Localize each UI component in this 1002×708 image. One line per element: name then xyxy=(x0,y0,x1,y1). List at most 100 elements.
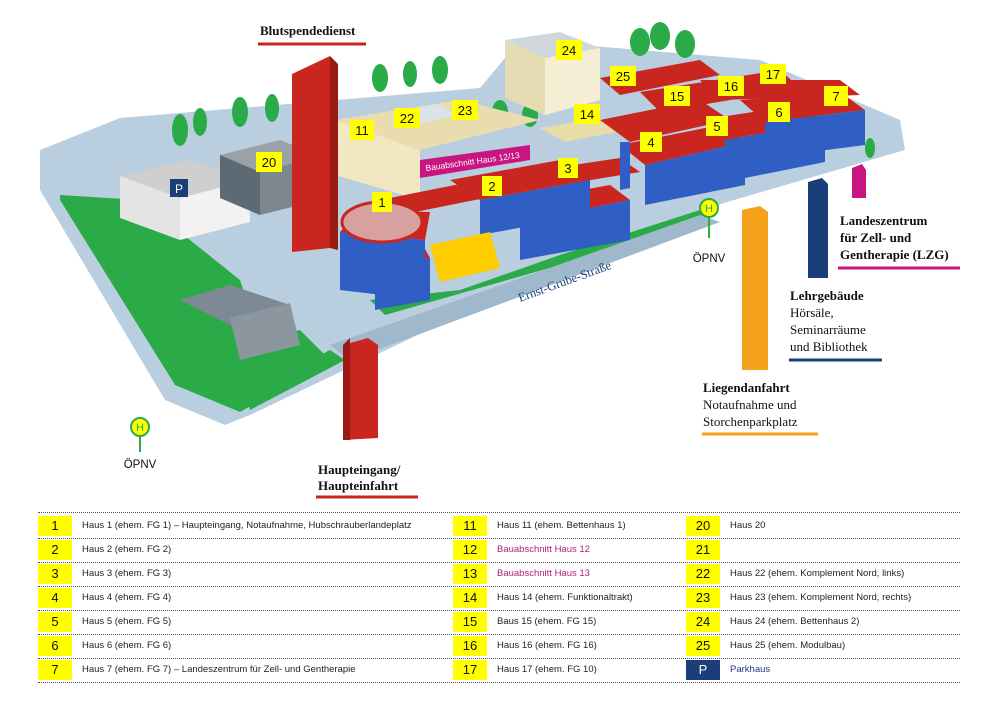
building-marker-24 xyxy=(556,40,582,60)
legend-text: Haus 2 (ehem. FG 2) xyxy=(82,544,172,555)
haus-11-block xyxy=(335,100,540,150)
liegendanfahrt-line-2: Storchenparkplatz xyxy=(703,414,798,429)
legend-text: Haus 7 (ehem. FG 7) – Landeszentrum für … xyxy=(82,664,356,675)
legend-text: Haus 11 (ehem. Bettenhaus 1) xyxy=(497,520,626,531)
building-number-7: 7 xyxy=(832,89,839,104)
building-marker-2 xyxy=(482,176,502,196)
legend-number: P xyxy=(686,660,720,680)
building-marker-22 xyxy=(394,108,420,128)
legend-row: 5 Haus 5 (ehem. FG 5) 15 Baus 15 (ehem. … xyxy=(38,612,960,634)
building-marker-1 xyxy=(372,192,392,212)
trees xyxy=(172,22,875,158)
building-number-24: 24 xyxy=(562,43,576,58)
legend-number: 3 xyxy=(38,564,72,584)
bus-stop-letter-right: H xyxy=(705,203,713,215)
legend-row: 7 Haus 7 (ehem. FG 7) – Landeszentrum fü… xyxy=(38,660,960,682)
legend-number: 4 xyxy=(38,588,72,608)
building-number-1: 1 xyxy=(378,195,385,210)
legend-text: Baus 15 (ehem. FG 15) xyxy=(497,616,597,627)
building-marker-20 xyxy=(256,152,282,172)
legend-row: 2 Haus 2 (ehem. FG 2) 12 Bauabschnitt Ha… xyxy=(38,540,960,562)
haus-24-wall-2 xyxy=(545,48,600,115)
building-number-6: 6 xyxy=(775,105,782,120)
building-number-16: 16 xyxy=(724,79,738,94)
haus-24-wall xyxy=(505,40,545,115)
building-marker-15 xyxy=(664,86,690,106)
legend-number: 5 xyxy=(38,612,72,632)
legend-row: 3 Haus 3 (ehem. FG 3) 13 Bauabschnitt Ha… xyxy=(38,564,960,586)
liegendanfahrt-pillar xyxy=(742,206,768,370)
bauabschnitt-banner xyxy=(420,145,530,178)
legend-text: Haus 14 (ehem. Funktionaltrakt) xyxy=(497,592,633,603)
legend-text: Haus 16 (ehem. FG 16) xyxy=(497,640,597,651)
building-number-22: 22 xyxy=(400,111,414,126)
legend-number: 6 xyxy=(38,636,72,656)
bus-stop-icon-right: H xyxy=(699,198,719,238)
blutspendedienst-label: Blutspendedienst xyxy=(260,23,356,38)
legend-number: 1 xyxy=(38,516,72,536)
grass-strip-south xyxy=(245,350,345,410)
legend-text: Haus 22 (ehem. Komplement Nord, links) xyxy=(730,568,905,579)
building-number-markers: 1 2 3 4 5 6 7 11 14 15 16 17 20 22 23 24… xyxy=(256,40,848,212)
legend-text: Haus 3 (ehem. FG 3) xyxy=(82,568,172,579)
building-marker-3 xyxy=(558,158,578,178)
liegendanfahrt-line-1: Notaufnahme und xyxy=(703,397,797,412)
legend-number: 22 xyxy=(686,564,720,584)
legend-text: Haus 1 (ehem. FG 1) – Haupteingang, Nota… xyxy=(82,520,412,531)
legend-text: Haus 20 xyxy=(730,520,766,531)
legend-number: 14 xyxy=(453,588,487,608)
building-marker-25 xyxy=(610,66,636,86)
parking-lot-roof-2 xyxy=(230,303,300,360)
building-number-15: 15 xyxy=(670,89,684,104)
ernst-grube-strasse xyxy=(330,215,720,360)
legend-text: Haus 24 (ehem. Bettenhaus 2) xyxy=(730,616,860,627)
legend-text: Haus 4 (ehem. FG 4) xyxy=(82,592,172,603)
campus-map: Bauabschnitt Haus 12/13 Ernst-Grube-Stra… xyxy=(40,22,960,499)
legend-number: 12 xyxy=(453,540,487,560)
haupteingang-pillar-side xyxy=(343,338,350,440)
legend-number: 21 xyxy=(686,540,720,560)
lehrgebaeude-line-1: Hörsäle, xyxy=(790,305,834,320)
building-marker-4 xyxy=(640,132,662,152)
lzg-pillar xyxy=(852,164,866,198)
building-number-11: 11 xyxy=(355,123,369,138)
lehrgebaeude-pillar xyxy=(808,178,828,278)
legend-number: 15 xyxy=(453,612,487,632)
legend-text: Haus 25 (ehem. Modulbau) xyxy=(730,640,846,651)
oepnv-label-right: ÖPNV xyxy=(693,253,726,265)
building-marker-17 xyxy=(760,64,786,84)
blutspendedienst-pillar-side xyxy=(330,56,338,250)
legend-row: 4 Haus 4 (ehem. FG 4) 14 Haus 14 (ehem. … xyxy=(38,588,960,610)
yellow-plaza xyxy=(430,232,500,282)
lehrgebaeude-line-3: und Bibliothek xyxy=(790,339,868,354)
building-marker-11 xyxy=(350,120,374,140)
bus-stop-letter-left: H xyxy=(136,422,144,434)
haupteingang-pillar xyxy=(343,338,378,440)
building-number-17: 17 xyxy=(766,67,780,82)
liegendanfahrt-title: Liegendanfahrt xyxy=(703,380,790,395)
legend-number: 25 xyxy=(686,636,720,656)
legend-number: 7 xyxy=(38,660,72,680)
building-marker-23 xyxy=(452,100,478,120)
legend-row: 1 Haus 1 (ehem. FG 1) – Haupteingang, No… xyxy=(38,516,960,538)
haupteingang-label-2: Haupteinfahrt xyxy=(318,478,399,493)
haus-14 xyxy=(540,118,625,142)
legend-text: Haus 5 (ehem. FG 5) xyxy=(82,616,172,627)
lehrgebaeude-line-2: Seminarräume xyxy=(790,322,866,337)
building-number-25: 25 xyxy=(616,69,630,84)
building-number-5: 5 xyxy=(713,119,720,134)
legend-number: 17 xyxy=(453,660,487,680)
legend-text: Bauabschnitt Haus 12 xyxy=(497,544,590,555)
building-marker-14 xyxy=(574,104,600,124)
lzg-line-1: Landeszentrum xyxy=(840,213,928,228)
building-number-23: 23 xyxy=(458,103,472,118)
building-number-4: 4 xyxy=(647,135,654,150)
lehrgebaeude-title: Lehrgebäude xyxy=(790,288,864,303)
building-marker-6 xyxy=(768,102,790,122)
building-marker-5 xyxy=(706,116,728,136)
lzg-line-2: für Zell- und xyxy=(840,230,912,245)
legend-number: 2 xyxy=(38,540,72,560)
legend-text: Parkhaus xyxy=(730,664,771,675)
legend-text: Haus 6 (ehem. FG 6) xyxy=(82,640,172,651)
oepnv-label-left: ÖPNV xyxy=(124,459,157,471)
